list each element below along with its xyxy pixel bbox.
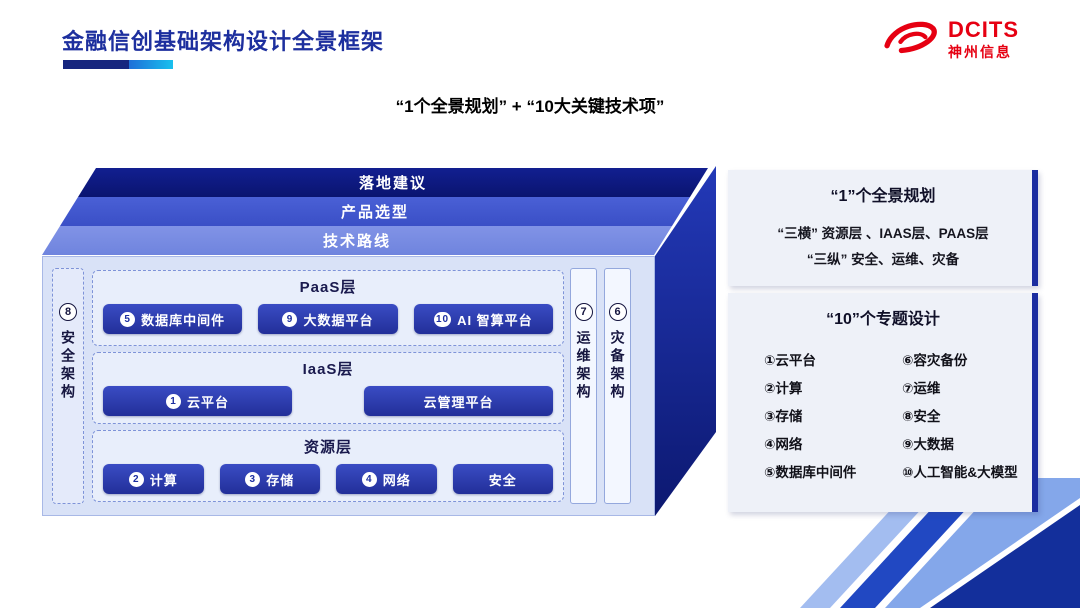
paas-layer-panel: PaaS层 5 数据库中间件 9 大数据平台 10 AI 智算平台 — [92, 270, 564, 346]
dr-strip-label: 灾备架构 — [609, 330, 626, 402]
cloud-mgmt-platform-label: 云管理平台 — [423, 394, 494, 410]
topic-list: ①云平台 ⑥容灾备份 ②计算 ⑦运维 ③存储 ⑧安全 ④网络 ⑨大数据 ⑤数据库… — [728, 349, 1038, 481]
ai-platform-label: AI 智算平台 — [457, 312, 533, 328]
iaas-layer-panel: IaaS层 1 云平台 云管理平台 — [92, 352, 564, 424]
storage-box: 3 存储 — [219, 464, 320, 494]
ai-number-badge: 10 — [433, 311, 452, 327]
compute-number-badge: 2 — [128, 471, 144, 487]
page-title: 金融信创基础架构设计全景框架 — [62, 29, 385, 54]
bigdata-number-badge: 9 — [282, 311, 298, 327]
topic-item: ⑥容灾备份 — [901, 353, 968, 368]
network-label: 网络 — [382, 472, 411, 488]
topic-item: ②计算 — [764, 381, 803, 396]
stack-layer-tech: 技术路线 — [42, 226, 672, 255]
topic-design-panel: “10”个专题设计 ①云平台 ⑥容灾备份 ②计算 ⑦运维 ③存储 ⑧安全 ④网络… — [728, 293, 1038, 512]
topic-item: ⑤数据库中间件 — [764, 465, 857, 480]
topic-item: ③存储 — [764, 409, 803, 424]
topic-item: ④网络 — [764, 437, 803, 452]
compute-box: 2 计算 — [103, 464, 204, 494]
slide-subtitle: “1个全景规划” + “10大关键技术项” — [395, 97, 665, 116]
dcits-logo: DCITS 神州信息 — [880, 16, 1019, 62]
topic-item: ⑨大数据 — [901, 437, 954, 452]
resource-layer-title: 资源层 — [303, 439, 352, 456]
paas-layer-title: PaaS层 — [299, 279, 357, 296]
topic-item: ①云平台 — [764, 353, 816, 368]
topic-item: ⑦运维 — [901, 381, 941, 396]
dcits-swoosh-icon — [884, 21, 937, 54]
security-strip-label: 安全架构 — [60, 330, 76, 402]
security-architecture-strip: 8 安全架构 — [52, 268, 84, 504]
network-number-badge: 4 — [361, 471, 377, 487]
cloud-platform-number-badge: 1 — [165, 393, 181, 409]
db-middleware-box: 5 数据库中间件 — [103, 304, 243, 334]
ai-platform-box: 10 AI 智算平台 — [413, 304, 553, 334]
ops-architecture-strip: 7 运维架构 — [570, 268, 597, 504]
ops-strip-label: 运维架构 — [575, 330, 592, 402]
compute-label: 计算 — [149, 472, 178, 488]
underline-cyan-segment — [129, 60, 173, 69]
logo-company-text: 神州信息 — [948, 43, 1012, 60]
logo-brand-text: DCITS — [948, 16, 1019, 42]
resource-layer-panel: 资源层 2 计算 3 存储 4 网络 安全 — [92, 430, 564, 502]
security-box-label: 安全 — [488, 472, 517, 488]
security-box: 安全 — [452, 464, 553, 494]
network-box: 4 网络 — [336, 464, 437, 494]
stack-layer-landing: 落地建议 — [78, 168, 708, 197]
db-middleware-label: 数据库中间件 — [141, 312, 226, 328]
storage-number-badge: 3 — [245, 471, 261, 487]
topic-item: ⑧安全 — [901, 409, 941, 424]
underline-dark-segment — [63, 60, 129, 69]
overall-plan-title: “1”个全景规划 — [830, 188, 936, 205]
stack-layer-product: 产品选型 — [60, 197, 690, 226]
cloud-mgmt-platform-box: 云管理平台 — [364, 386, 553, 416]
dr-number-badge: 6 — [608, 303, 627, 321]
cloud-platform-box: 1 云平台 — [103, 386, 292, 416]
iaas-layer-title: IaaS层 — [302, 361, 354, 378]
bigdata-platform-box: 9 大数据平台 — [258, 304, 398, 334]
dr-architecture-strip: 6 灾备架构 — [604, 268, 631, 504]
overall-plan-panel: “1”个全景规划 “三横” 资源层 、IAAS层、PAAS层 “三纵” 安全、运… — [728, 170, 1038, 286]
storage-label: 存储 — [266, 472, 295, 488]
overall-plan-line1: “三横” 资源层 、IAAS层、PAAS层 — [777, 226, 989, 241]
security-number-badge: 8 — [59, 303, 77, 321]
db-middleware-number-badge: 5 — [120, 311, 136, 327]
ops-number-badge: 7 — [574, 303, 593, 321]
cloud-platform-label: 云平台 — [186, 394, 229, 410]
topic-item: ⑩人工智能&大模型 — [901, 465, 1018, 480]
bigdata-platform-label: 大数据平台 — [303, 312, 374, 328]
overall-plan-line2: “三纵” 安全、运维、灾备 — [806, 252, 960, 267]
topic-design-title: “10”个专题设计 — [826, 311, 940, 328]
title-underline — [63, 60, 173, 69]
